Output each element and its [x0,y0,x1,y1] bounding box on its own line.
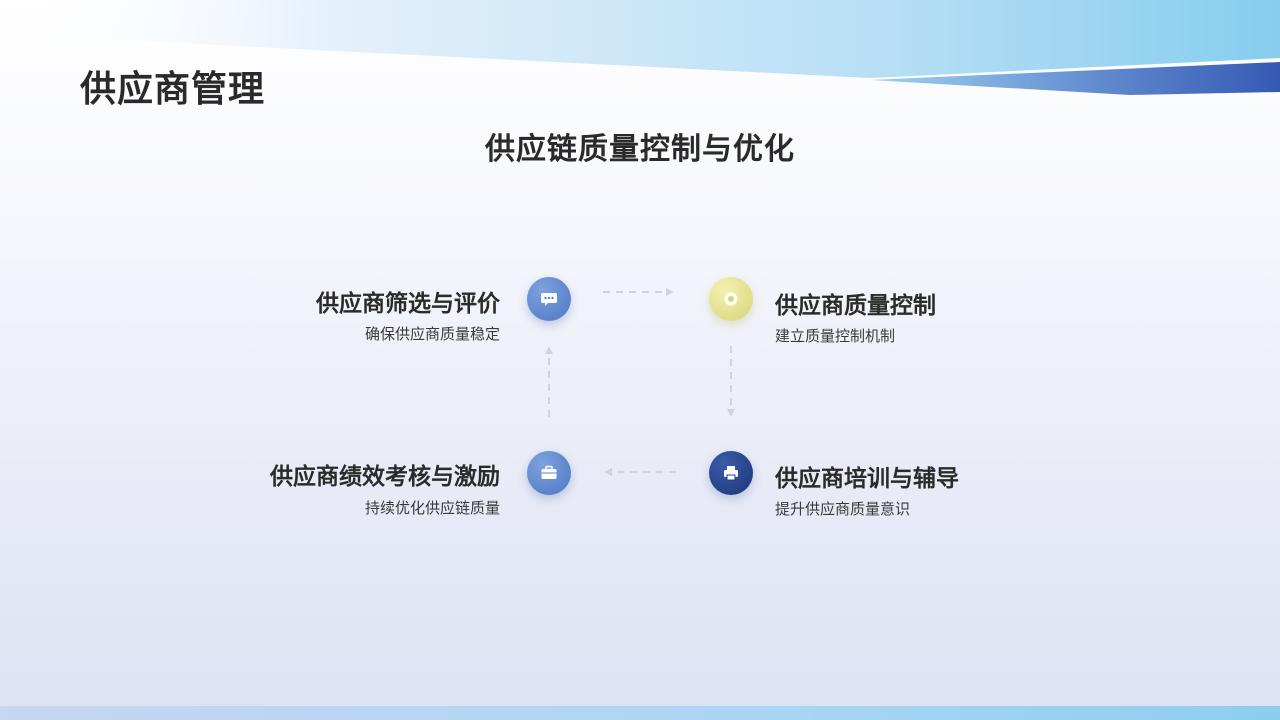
node-training-title: 供应商培训与辅导 [775,466,959,492]
bottom-band [0,706,1280,720]
subtitle: 供应链质量控制与优化 [485,132,795,167]
node-screening-desc: 确保供应商质量稳定 [364,325,500,343]
page-title: 供应商管理 [80,69,266,110]
chat-bubble-icon [527,277,571,321]
briefcase-icon [527,451,571,495]
arrowhead-left [604,468,612,476]
top-decoration [0,0,1280,95]
target-icon [709,277,753,321]
node-performance-desc: 持续优化供应链质量 [364,499,500,517]
printer-icon [709,451,753,495]
node-quality-title: 供应商质量控制 [775,293,936,319]
node-training-desc: 提升供应商质量意识 [775,500,911,518]
arrowhead-down [727,409,735,417]
node-quality-desc: 建立质量控制机制 [775,327,896,345]
node-screening-title: 供应商筛选与评价 [316,291,500,317]
node-performance-title: 供应商绩效考核与激励 [270,464,500,490]
arrowhead-up [545,346,553,354]
arrowhead-right [666,288,674,296]
